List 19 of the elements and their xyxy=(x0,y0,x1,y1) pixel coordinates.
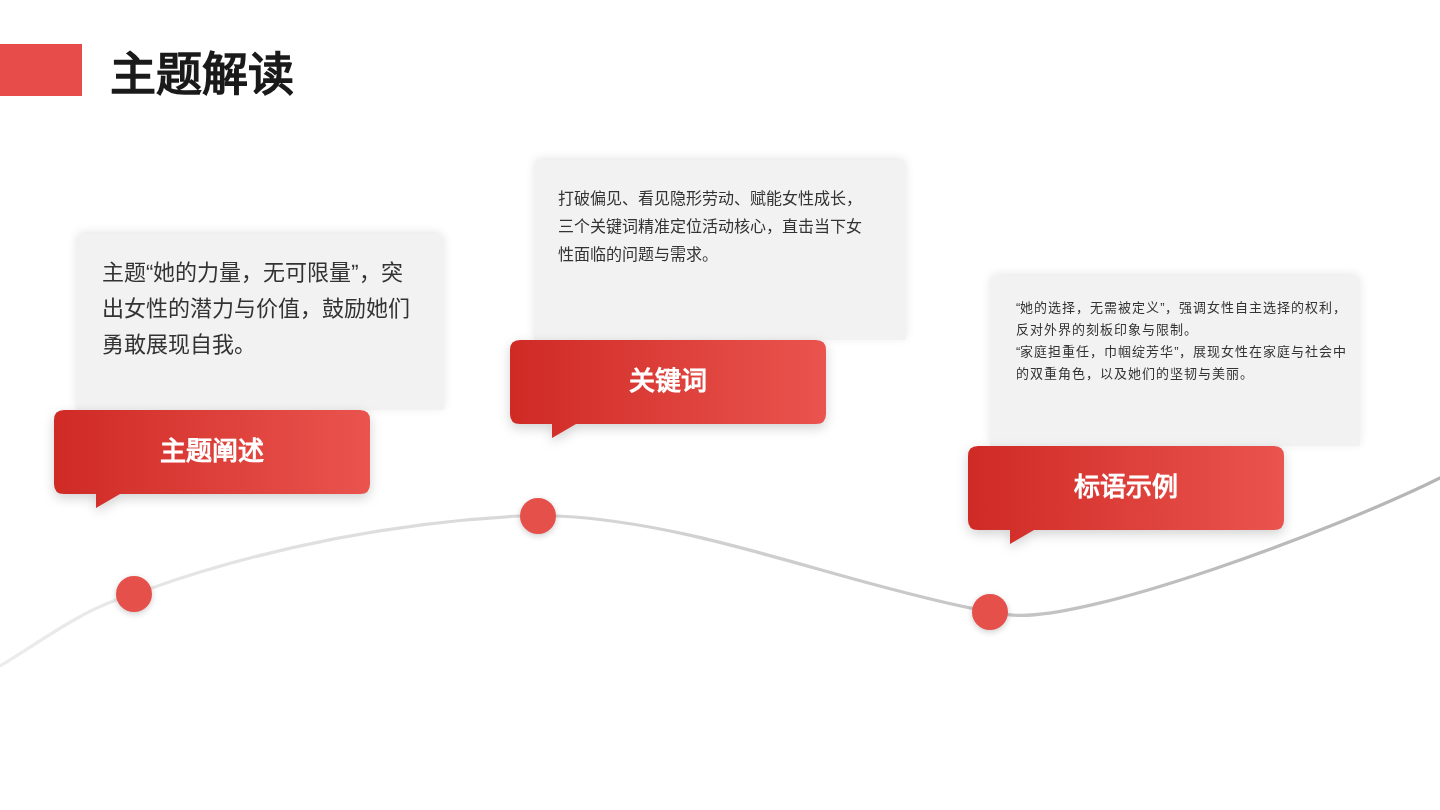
curve-line xyxy=(1006,476,1440,617)
curve-line xyxy=(149,514,522,590)
timeline-dot xyxy=(520,497,556,533)
heading-text: 主题阐述 xyxy=(160,436,264,468)
speech-bubble xyxy=(510,340,826,438)
heading-text: 标语示例 xyxy=(1074,472,1178,504)
body-text: 主题“她的力量，无可限量”，突出女性的潜力与价值，鼓励她们勇敢展现自我。 xyxy=(102,259,412,362)
speech-bubble xyxy=(54,410,370,508)
text-card xyxy=(534,160,906,340)
heading-text: 关键词 xyxy=(629,366,707,398)
curve-line xyxy=(0,598,119,668)
timeline-dot xyxy=(972,594,1008,630)
text-card xyxy=(76,234,444,410)
curve-line xyxy=(554,514,974,610)
slide-title: 主题解读 xyxy=(110,52,294,98)
timeline-dot xyxy=(116,576,152,612)
text-card xyxy=(990,276,1360,446)
body-text: 打破偏见、看见隐形劳动、赋能女性成长，三个关键词精准定位活动核心，直击当下女性面临的问题与需求。 xyxy=(558,188,864,268)
speech-bubble xyxy=(968,446,1284,544)
